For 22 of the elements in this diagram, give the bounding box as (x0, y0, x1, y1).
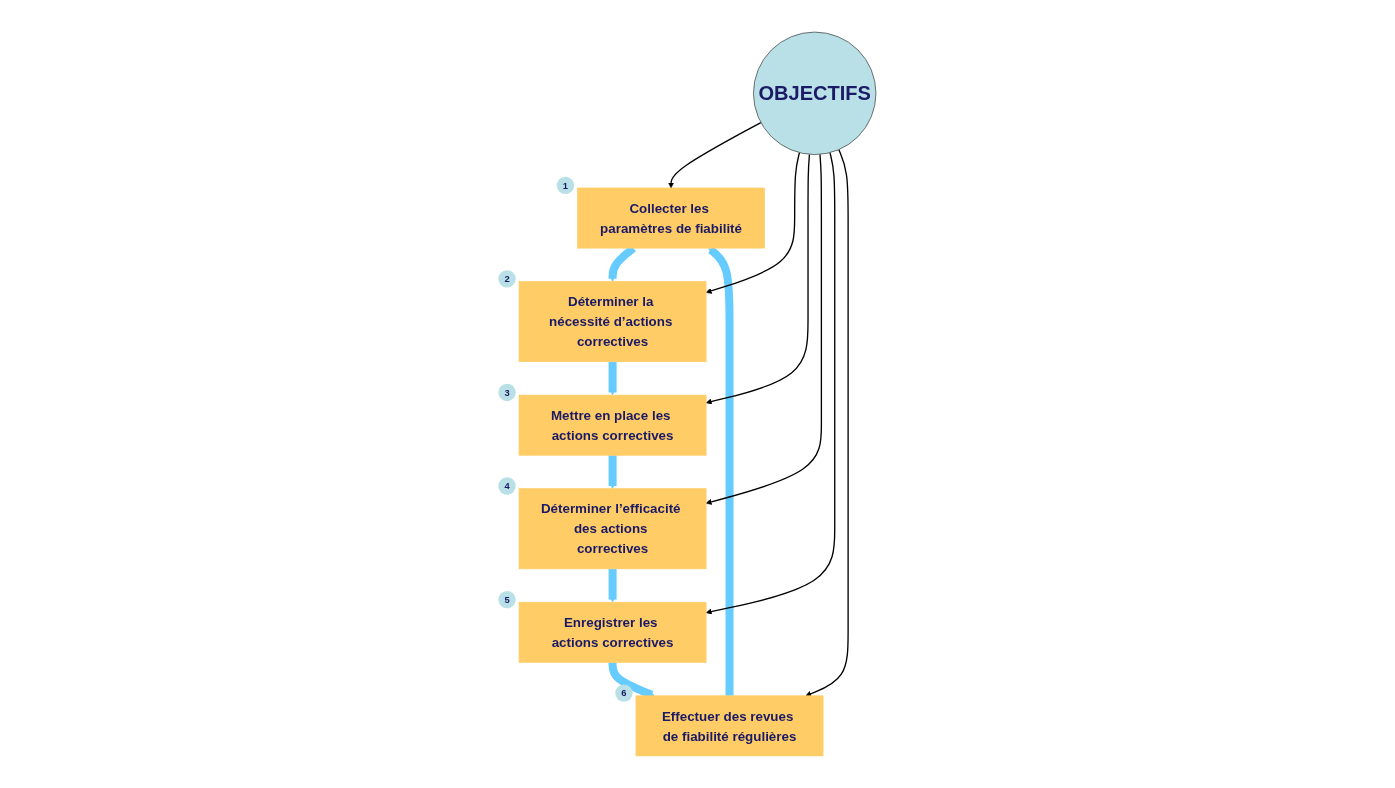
step-number-badge: 4 (498, 477, 516, 495)
arrow (805, 148, 849, 697)
arrow (608, 360, 617, 396)
node-box: Effectuer des revues de fiabilité régulières (635, 695, 824, 757)
step-number-badge: 2 (498, 270, 516, 288)
arrow (608, 454, 617, 489)
arrow (668, 121, 762, 189)
node-box: Déterminer la nécessité d’actions correctives (518, 281, 707, 363)
step-number-badge: 6 (615, 684, 633, 702)
node-box: Enregistrer les actions correctives (518, 601, 707, 663)
step-number-badge: 1 (556, 176, 575, 194)
arrow (608, 567, 617, 603)
node-box: Collecter les paramètres de fiabilité (577, 187, 765, 249)
node-circle: OBJECTIFS (753, 31, 877, 155)
node-box: Mettre en place les actions correctives (518, 394, 707, 456)
step-number-badge: 5 (498, 590, 516, 609)
arrow (705, 152, 801, 294)
arrow (705, 153, 811, 405)
step-number-badge: 3 (498, 383, 516, 402)
arrow (705, 153, 823, 505)
arrow (705, 152, 836, 615)
node-box: Déterminer l’efficacité des actions correctives (518, 488, 707, 570)
